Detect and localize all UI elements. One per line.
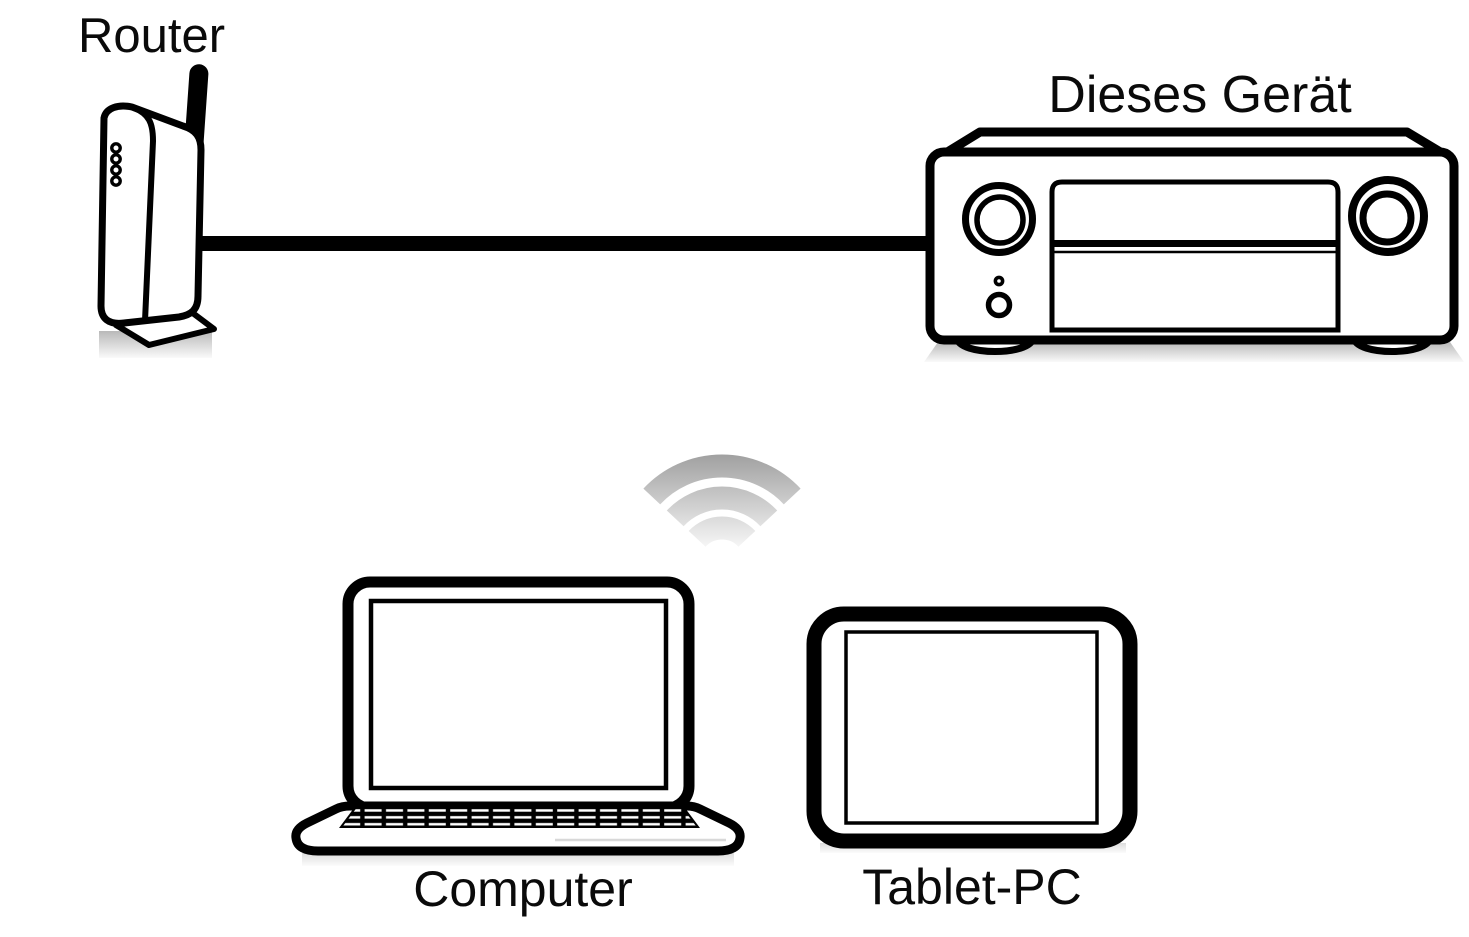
- laptop-icon: [291, 576, 745, 866]
- tablet-screen: [844, 630, 1099, 825]
- tablet-icon: [806, 606, 1138, 853]
- av-receiver-icon: [924, 127, 1464, 362]
- wired-connection-line: [202, 236, 936, 251]
- laptop-screen: [368, 598, 669, 791]
- wifi-arc-middle: [666, 486, 778, 527]
- router-label: Router: [78, 9, 225, 63]
- receiver-display-panel: [1049, 179, 1341, 333]
- router-front-edge: [132, 105, 157, 322]
- receiver-label: Dieses Gerät: [1048, 66, 1352, 124]
- receiver-power-button: [985, 291, 1013, 319]
- wifi-arc-outer: [643, 454, 801, 505]
- wifi-signal-icon: [643, 454, 801, 548]
- receiver-panel-divider: [1053, 240, 1337, 247]
- tablet-label: Tablet-PC: [862, 859, 1082, 915]
- router-icon: [97, 64, 217, 358]
- receiver-shadow: [924, 342, 1464, 362]
- laptop-keyboard: [339, 806, 700, 828]
- receiver-indicator-led: [993, 275, 1005, 287]
- receiver-knob-left: [962, 182, 1036, 256]
- router-status-leds: [110, 142, 122, 187]
- receiver-knob-right: [1348, 176, 1428, 256]
- computer-label: Computer: [413, 861, 633, 917]
- laptop-shadow: [302, 853, 734, 866]
- wifi-arc-inner: [688, 516, 756, 548]
